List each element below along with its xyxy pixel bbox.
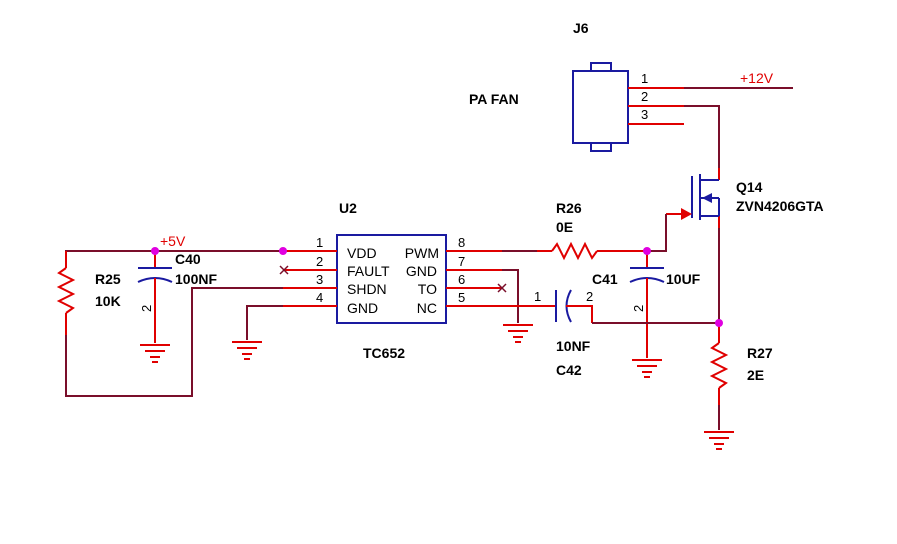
ground-symbol-r27 xyxy=(704,431,734,450)
junction-dot-vdd xyxy=(279,247,287,255)
u2-pin5-name: NC xyxy=(417,300,437,316)
junction-dot-source xyxy=(715,319,723,327)
u2-pin3-num: 3 xyxy=(316,272,323,287)
junction-dot-5v xyxy=(151,247,159,255)
c40-pin-num: 2 xyxy=(139,305,154,312)
resistor-r25: R25 10K xyxy=(56,251,121,335)
r26-value: 0E xyxy=(556,219,573,235)
r25-ref: R25 xyxy=(95,271,121,287)
ground-symbol-u2-left xyxy=(232,341,262,360)
q14-body-arrow xyxy=(702,193,712,203)
u2-pin2-num: 2 xyxy=(316,254,323,269)
resistor-r26: R26 0E xyxy=(502,200,647,261)
q14-ref: Q14 xyxy=(736,179,763,195)
ground-symbol-c40 xyxy=(140,344,170,363)
c42-right-lead xyxy=(566,305,593,323)
net-u2-pin7-gnd-wire xyxy=(502,269,519,323)
u2-pin2-name: FAULT xyxy=(347,263,390,279)
c41-ref: C41 xyxy=(592,271,618,287)
r27-body xyxy=(709,342,729,389)
no-connect-pin6 xyxy=(497,283,507,293)
c41-value: 10UF xyxy=(666,271,701,287)
u2-pin7-name: GND xyxy=(406,263,437,279)
c42-value: 10NF xyxy=(556,338,591,354)
c40-value: 100NF xyxy=(175,271,217,287)
u2-part: TC652 xyxy=(363,345,405,361)
r25-value: 10K xyxy=(95,293,121,309)
ground-symbol-u2-right xyxy=(503,324,533,343)
j6-pin2-num: 2 xyxy=(641,89,648,104)
mosfet-q14: Q14 ZVN4206GTA xyxy=(666,168,824,228)
c42-pin1-num: 1 xyxy=(534,289,541,304)
u2-pin1-name: VDD xyxy=(347,245,377,261)
j6-ref: J6 xyxy=(573,20,589,36)
u2-pin8-name: PWM xyxy=(405,245,439,261)
r26-ref: R26 xyxy=(556,200,582,216)
u2-pin4-num: 4 xyxy=(316,290,323,305)
r25-body xyxy=(56,267,76,314)
u2-pin5-num: 5 xyxy=(458,290,465,305)
u2-pin8-num: 8 xyxy=(458,235,465,250)
resistor-r27: R27 2E xyxy=(709,323,773,430)
q14-gate-arrow xyxy=(681,208,692,220)
capacitor-c41: 2 C41 10UF xyxy=(592,251,701,358)
capacitor-c40: 2 C40 100NF xyxy=(137,251,217,343)
r27-value: 2E xyxy=(747,367,764,383)
r26-body xyxy=(551,241,598,261)
j6-top-tab xyxy=(590,62,612,72)
c41-pin-num: 2 xyxy=(631,305,646,312)
connector-j6: J6 PA FAN 1 2 3 xyxy=(469,20,684,152)
j6-bottom-tab xyxy=(590,142,612,152)
c40-ref: C40 xyxy=(175,251,201,267)
u2-pin7-num: 7 xyxy=(458,254,465,269)
u2-pin1-num: 1 xyxy=(316,235,323,250)
junction-dot-gate xyxy=(643,247,651,255)
j6-pin1-num: 1 xyxy=(641,71,648,86)
capacitor-c42: 1 2 10NF C42 xyxy=(502,289,593,378)
ic-u2: U2 TC652 1 2 3 4 VDD FAULT SHDN GND 8 7 … xyxy=(283,200,502,361)
j6-name: PA FAN xyxy=(469,91,519,107)
c42-pin2-num: 2 xyxy=(586,289,593,304)
u2-pin6-num: 6 xyxy=(458,272,465,287)
j6-pin3-num: 3 xyxy=(641,107,648,122)
j6-body xyxy=(572,70,629,144)
u2-body xyxy=(336,234,447,324)
power-label-5v: +5V xyxy=(160,233,186,249)
power-label-12v: +12V xyxy=(740,70,774,86)
u2-pin3-name: SHDN xyxy=(347,281,387,297)
net-u2-gnd-wire xyxy=(246,305,283,340)
u2-pin4-name: GND xyxy=(347,300,378,316)
net-shdn-wire xyxy=(65,287,283,397)
u2-pin6-name: TO xyxy=(418,281,437,297)
no-connect-pin2 xyxy=(279,265,289,275)
net-fan-drain-wire xyxy=(684,105,720,168)
q14-part: ZVN4206GTA xyxy=(736,198,824,214)
u2-ref: U2 xyxy=(339,200,357,216)
r27-ref: R27 xyxy=(747,345,773,361)
c42-ref: C42 xyxy=(556,362,582,378)
net-gate-wire xyxy=(647,214,667,252)
ground-symbol-c41 xyxy=(632,359,662,378)
